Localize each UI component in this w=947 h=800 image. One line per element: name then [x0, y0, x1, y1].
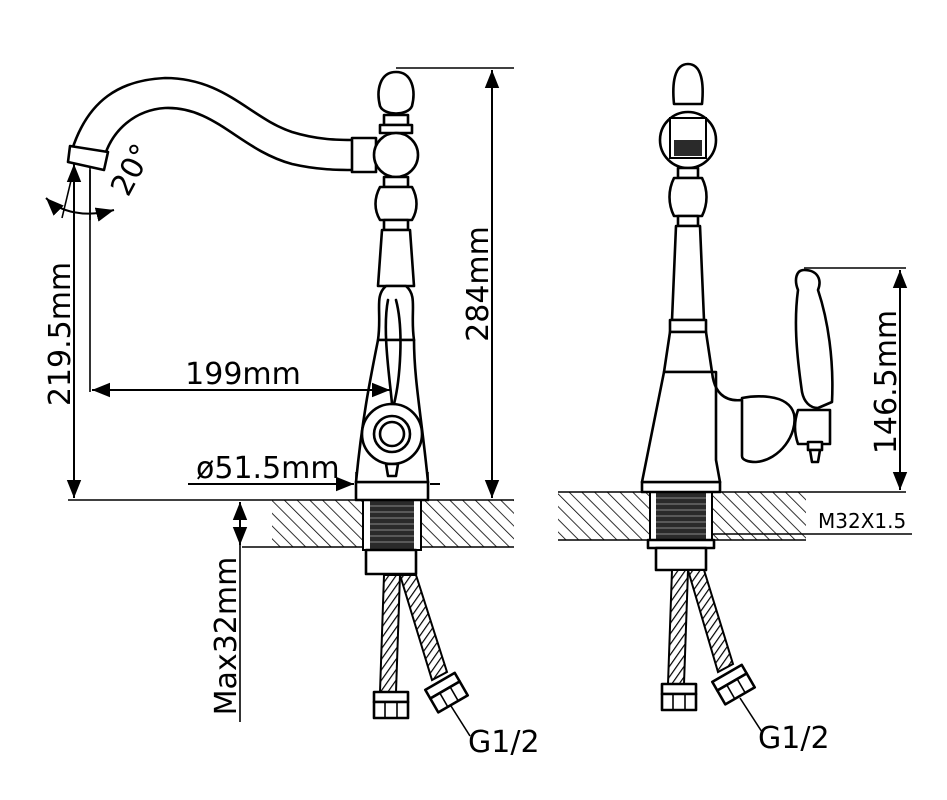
swivel-spout — [66, 76, 378, 174]
deck-thickness-label: Max32mm — [209, 557, 244, 716]
supply-hoses-right — [660, 569, 763, 733]
threaded-shank-right — [646, 491, 716, 572]
deck-thickness-dimension: Max32mm — [209, 502, 248, 722]
base-diameter-dimension: ø51.5mm — [188, 451, 440, 500]
handle-height-label: 146.5mm — [869, 310, 904, 454]
spout-reach-label: 199mm — [185, 357, 301, 392]
spout-reach-dimension: 199mm — [89, 170, 390, 398]
base-flange-right — [640, 480, 722, 494]
faucet-body-left — [354, 70, 430, 484]
thread-dimension: M32X1.5 — [712, 509, 912, 535]
front-view: 284mm 219.5mm 199mm 20° ø51.5mm — [43, 67, 540, 760]
spout-height-dimension: 219.5mm — [43, 164, 272, 501]
faucet-body-right — [640, 62, 744, 484]
base-flange-left — [354, 480, 430, 502]
side-view: 146.5mm M32X1.5 G1/2 — [558, 62, 912, 756]
supply-hoses-left — [372, 574, 471, 737]
base-diameter-label: ø51.5mm — [196, 451, 340, 486]
total-height-dimension: 284mm — [396, 67, 514, 498]
connection-label-left: G1/2 — [468, 725, 540, 760]
connection-label-right: G1/2 — [758, 721, 830, 756]
thread-label: M32X1.5 — [818, 509, 906, 533]
total-height-label: 284mm — [461, 226, 496, 342]
handle-height-dimension: 146.5mm — [804, 267, 908, 490]
threaded-shank-left — [362, 499, 422, 576]
lever-handle — [740, 268, 834, 464]
angle-label: 20° — [104, 138, 160, 201]
spout-height-label: 219.5mm — [43, 262, 78, 406]
